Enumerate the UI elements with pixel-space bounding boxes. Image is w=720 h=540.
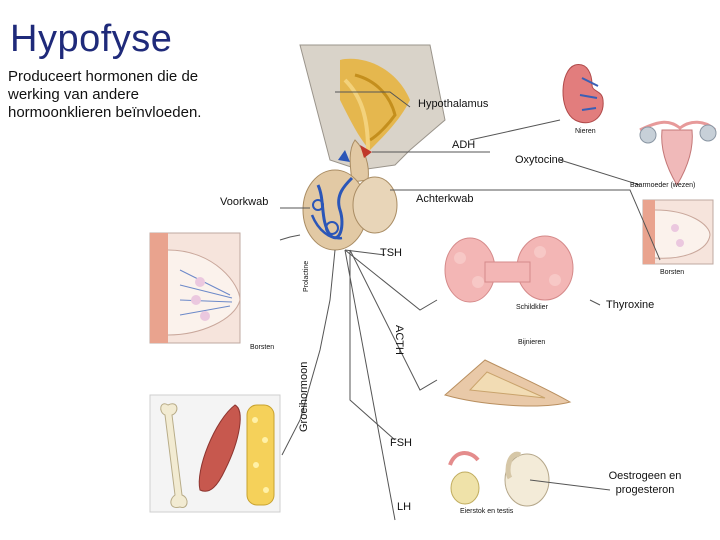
label-oxytocine: Oxytocine bbox=[515, 154, 564, 166]
label-voorkwab: Voorkwab bbox=[220, 196, 269, 208]
label-eierstok-testis: Eierstok en testis bbox=[460, 508, 514, 515]
label-borsten-left: Borsten bbox=[250, 344, 275, 351]
label-fsh: FSH bbox=[390, 437, 412, 449]
ovary-testis-illustration bbox=[437, 440, 587, 515]
page-title: Hypofyse bbox=[10, 18, 173, 60]
label-bijnieren: Bijnieren bbox=[518, 339, 546, 346]
label-tsh: TSH bbox=[380, 247, 402, 259]
connector-lines bbox=[279, 91, 661, 521]
bone-muscle-fat-panel bbox=[149, 394, 281, 513]
label-hypothalamus: Hypothalamus bbox=[418, 98, 489, 110]
hypothalamus-illustration bbox=[299, 44, 446, 171]
kidney-illustration bbox=[562, 64, 604, 124]
label-adh: ADH bbox=[452, 139, 476, 151]
label-thyroxine: Thyroxine bbox=[606, 299, 655, 311]
label-prolactine: Prolactine bbox=[303, 260, 310, 292]
label-groeihormoon: Groeihormoon bbox=[298, 361, 310, 432]
label-schildklier: Schildklier bbox=[516, 304, 548, 311]
adrenal-illustration bbox=[437, 348, 587, 423]
label-lh: LH bbox=[397, 501, 412, 513]
label-acth: ACTH bbox=[393, 325, 405, 355]
label-baarmoeder: Baarmoeder (wezen) bbox=[630, 182, 696, 189]
label-achterkwab: Achterkwab bbox=[416, 193, 474, 205]
label-oestrogeen-progesteron: Oestrogeen en progesteron bbox=[608, 470, 682, 496]
breast-right-panel bbox=[642, 199, 714, 265]
label-borsten-right: Borsten bbox=[660, 269, 685, 276]
label-nieren: Nieren bbox=[575, 128, 596, 135]
uterus-illustration bbox=[639, 120, 717, 186]
thyroid-illustration bbox=[437, 233, 587, 310]
page-subtitle: Produceert hormonen die de werking van a… bbox=[8, 68, 202, 121]
breast-left-panel bbox=[149, 232, 241, 344]
